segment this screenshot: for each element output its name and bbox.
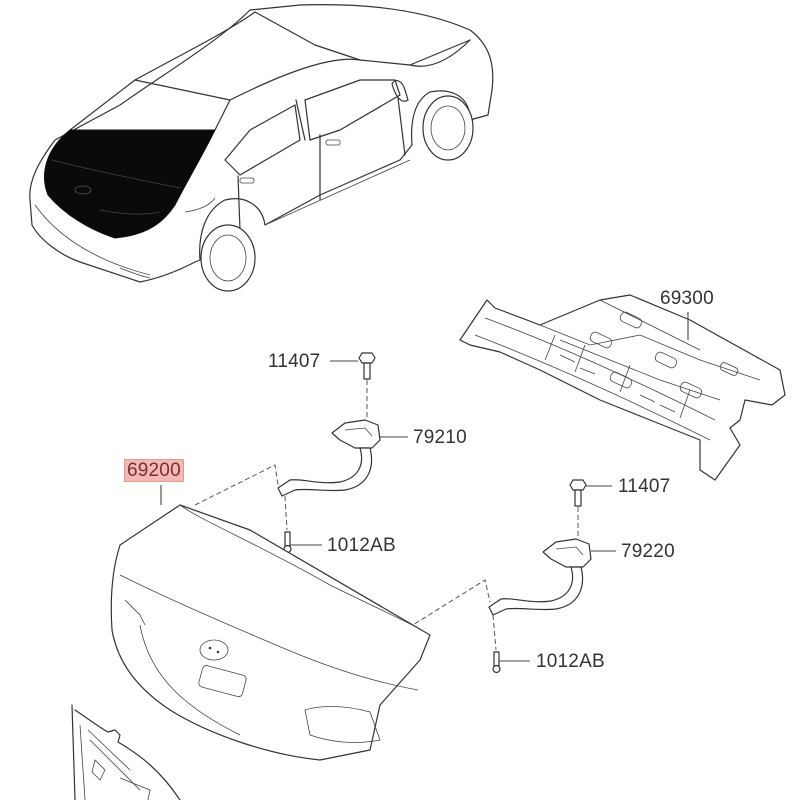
part-label-11407-right[interactable]: 11407 (618, 476, 671, 497)
part-label-1012ab-right[interactable]: 1012AB (536, 651, 605, 672)
right-hinge-illustration (407, 479, 592, 674)
package-tray-panel-illustration (459, 294, 786, 481)
part-label-1012ab-left[interactable]: 1012AB (327, 535, 396, 556)
car-overview-illustration (29, 4, 494, 292)
part-label-69300[interactable]: 69300 (660, 288, 714, 309)
part-label-79220[interactable]: 79220 (621, 541, 675, 562)
part-label-11407-left[interactable]: 11407 (268, 351, 321, 372)
part-label-79210[interactable]: 79210 (413, 427, 467, 448)
left-hinge-illustration (194, 352, 381, 554)
leader-lines (290, 312, 689, 662)
rear-body-panel-illustration (71, 704, 181, 801)
part-label-69200[interactable]: 69200 (124, 459, 184, 482)
trunk-lid-illustration (110, 485, 431, 761)
